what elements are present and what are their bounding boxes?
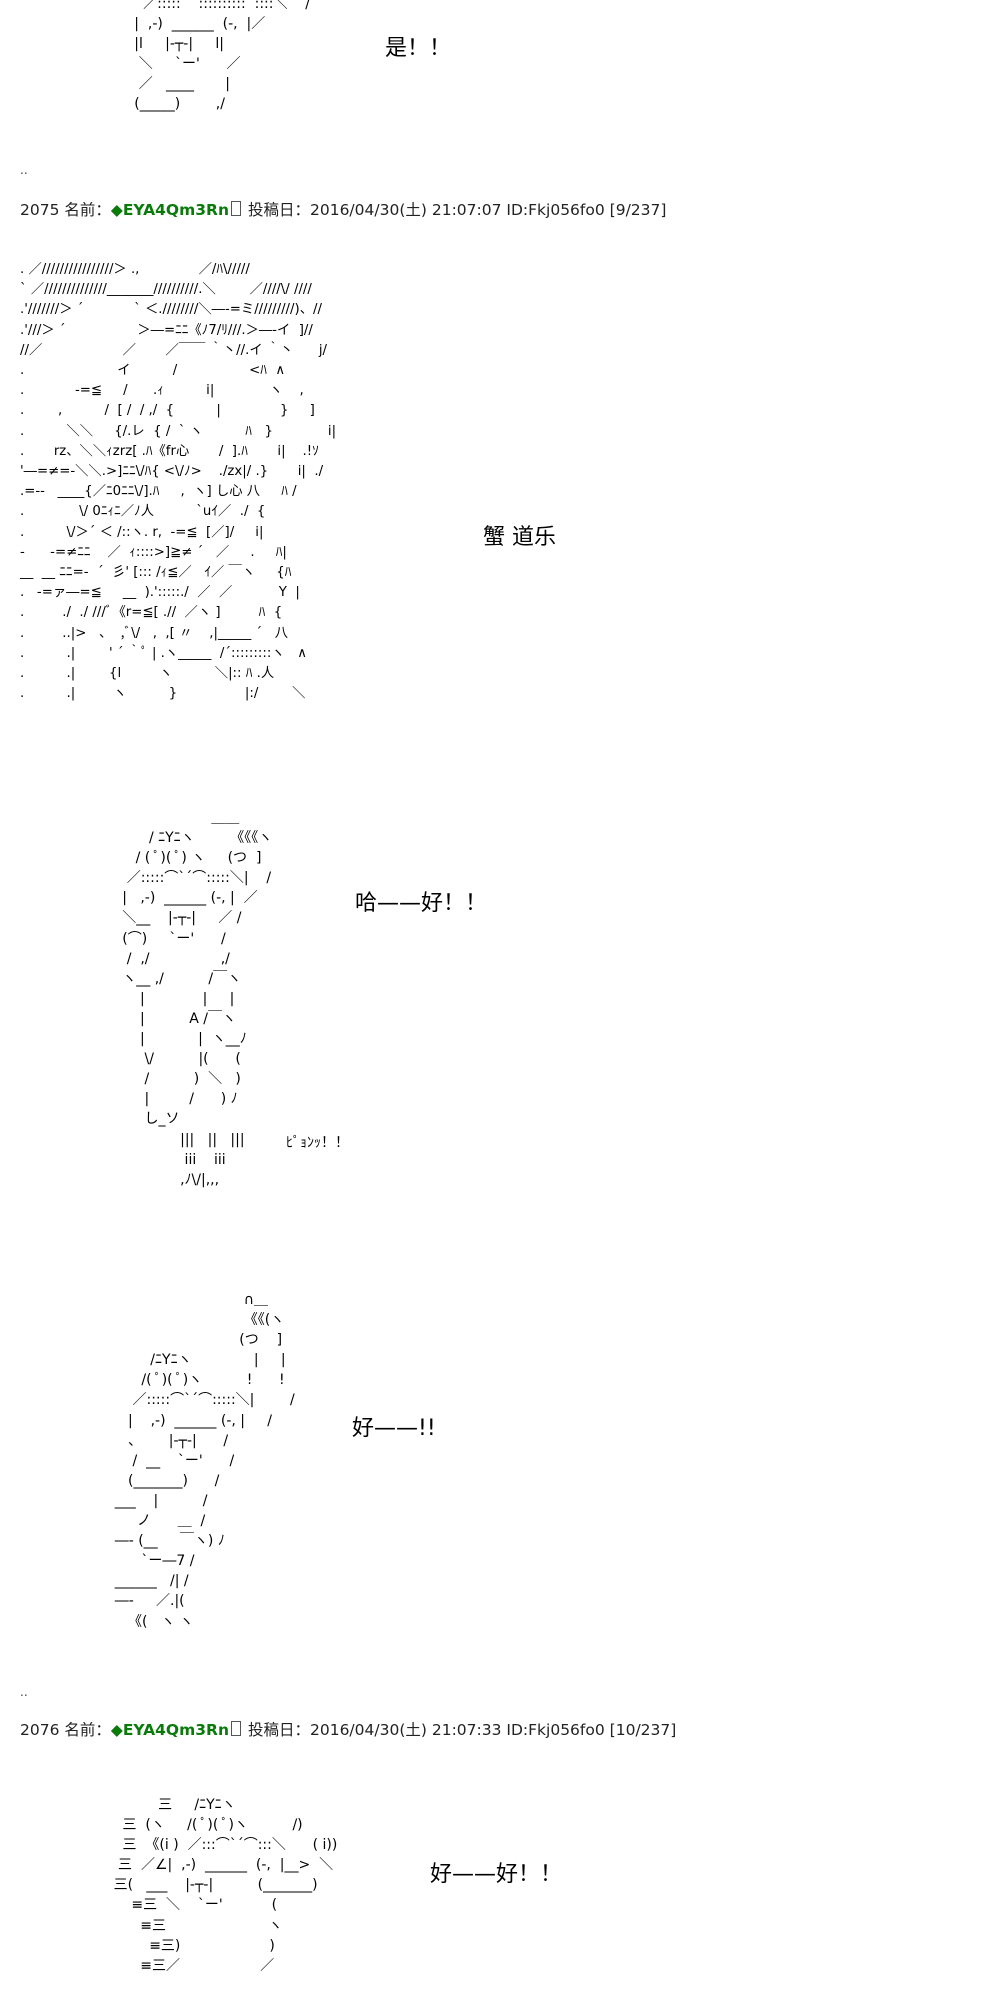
name-label: 名前：: [64, 201, 111, 219]
ascii-art-character-running: 三 /ﾆYﾆヽ 三 (ヽ /( ﾟ)( ﾟ)ヽ /) 三 《(i ) ／:::⌒…: [113, 1797, 338, 1974]
speech-text-2: 蟹 道乐: [483, 525, 556, 550]
post-count: [10/237]: [609, 1721, 677, 1739]
poster-name-link[interactable]: ◆EYA4Qm3Rn: [110, 201, 230, 219]
speech-text-3: 哈——好！！: [355, 891, 488, 916]
ascii-art-character-1: ／::::: :::::::::: ::::＼ / | ,-) ______ (…: [134, 0, 310, 113]
post-date: 2016/04/30(土) 21:07:33: [309, 1721, 502, 1739]
date-label: 投稿日：: [247, 201, 310, 219]
ascii-art-crab-scene: . ／////////////////＞ ., ／/ﾊ\///// ` ／///…: [20, 262, 337, 702]
ascii-art-character-arm-raised: ∩＿ 《《(ヽ (つ ] /ﾆYﾆヽ | | /( ﾟ)( ﾟ)ヽ ! ! ／:…: [114, 1292, 295, 1630]
poster-name-link[interactable]: ◆EYA4Qm3Rn: [110, 1721, 230, 1739]
post-header-2075: 2075 名前：◆EYA4Qm3Rn 投稿日：2016/04/30(土) 21:…: [20, 198, 666, 220]
poster-id: ID:Fkj056fo0: [506, 1721, 605, 1739]
post-count: [9/237]: [609, 201, 667, 219]
speech-text-5: 好——好！！: [430, 1862, 563, 1887]
speech-text-1: 是！！: [385, 36, 452, 61]
name-label: 名前：: [64, 1721, 111, 1739]
post-separator-dots: ..: [20, 163, 28, 177]
sound-effect-text: ﾋﾟｮﾝｯ！！: [286, 1135, 349, 1151]
post-number: 2076: [20, 1721, 60, 1739]
post-separator-dots: ..: [20, 1685, 28, 1699]
ascii-art-feet: ||| || ||| iii iii ,ﾉ\/|,,,: [180, 1132, 245, 1189]
post-number: 2075: [20, 201, 60, 219]
missing-glyph-box-icon: [231, 1721, 242, 1736]
post-date: 2016/04/30(土) 21:07:07: [309, 201, 502, 219]
poster-id: ID:Fkj056fo0: [506, 201, 605, 219]
date-label: 投稿日：: [247, 1721, 310, 1739]
speech-text-4: 好——!!: [352, 1416, 436, 1441]
ascii-art-character-jumping: ＿＿ / ﾆYﾆヽ 《《《ヽ / ( ﾟ)( ﾟ) ヽ (つ ] ／:::::⌒…: [122, 810, 273, 1128]
missing-glyph-box-icon: [231, 201, 242, 216]
post-header-2076: 2076 名前：◆EYA4Qm3Rn 投稿日：2016/04/30(土) 21:…: [20, 1718, 676, 1740]
